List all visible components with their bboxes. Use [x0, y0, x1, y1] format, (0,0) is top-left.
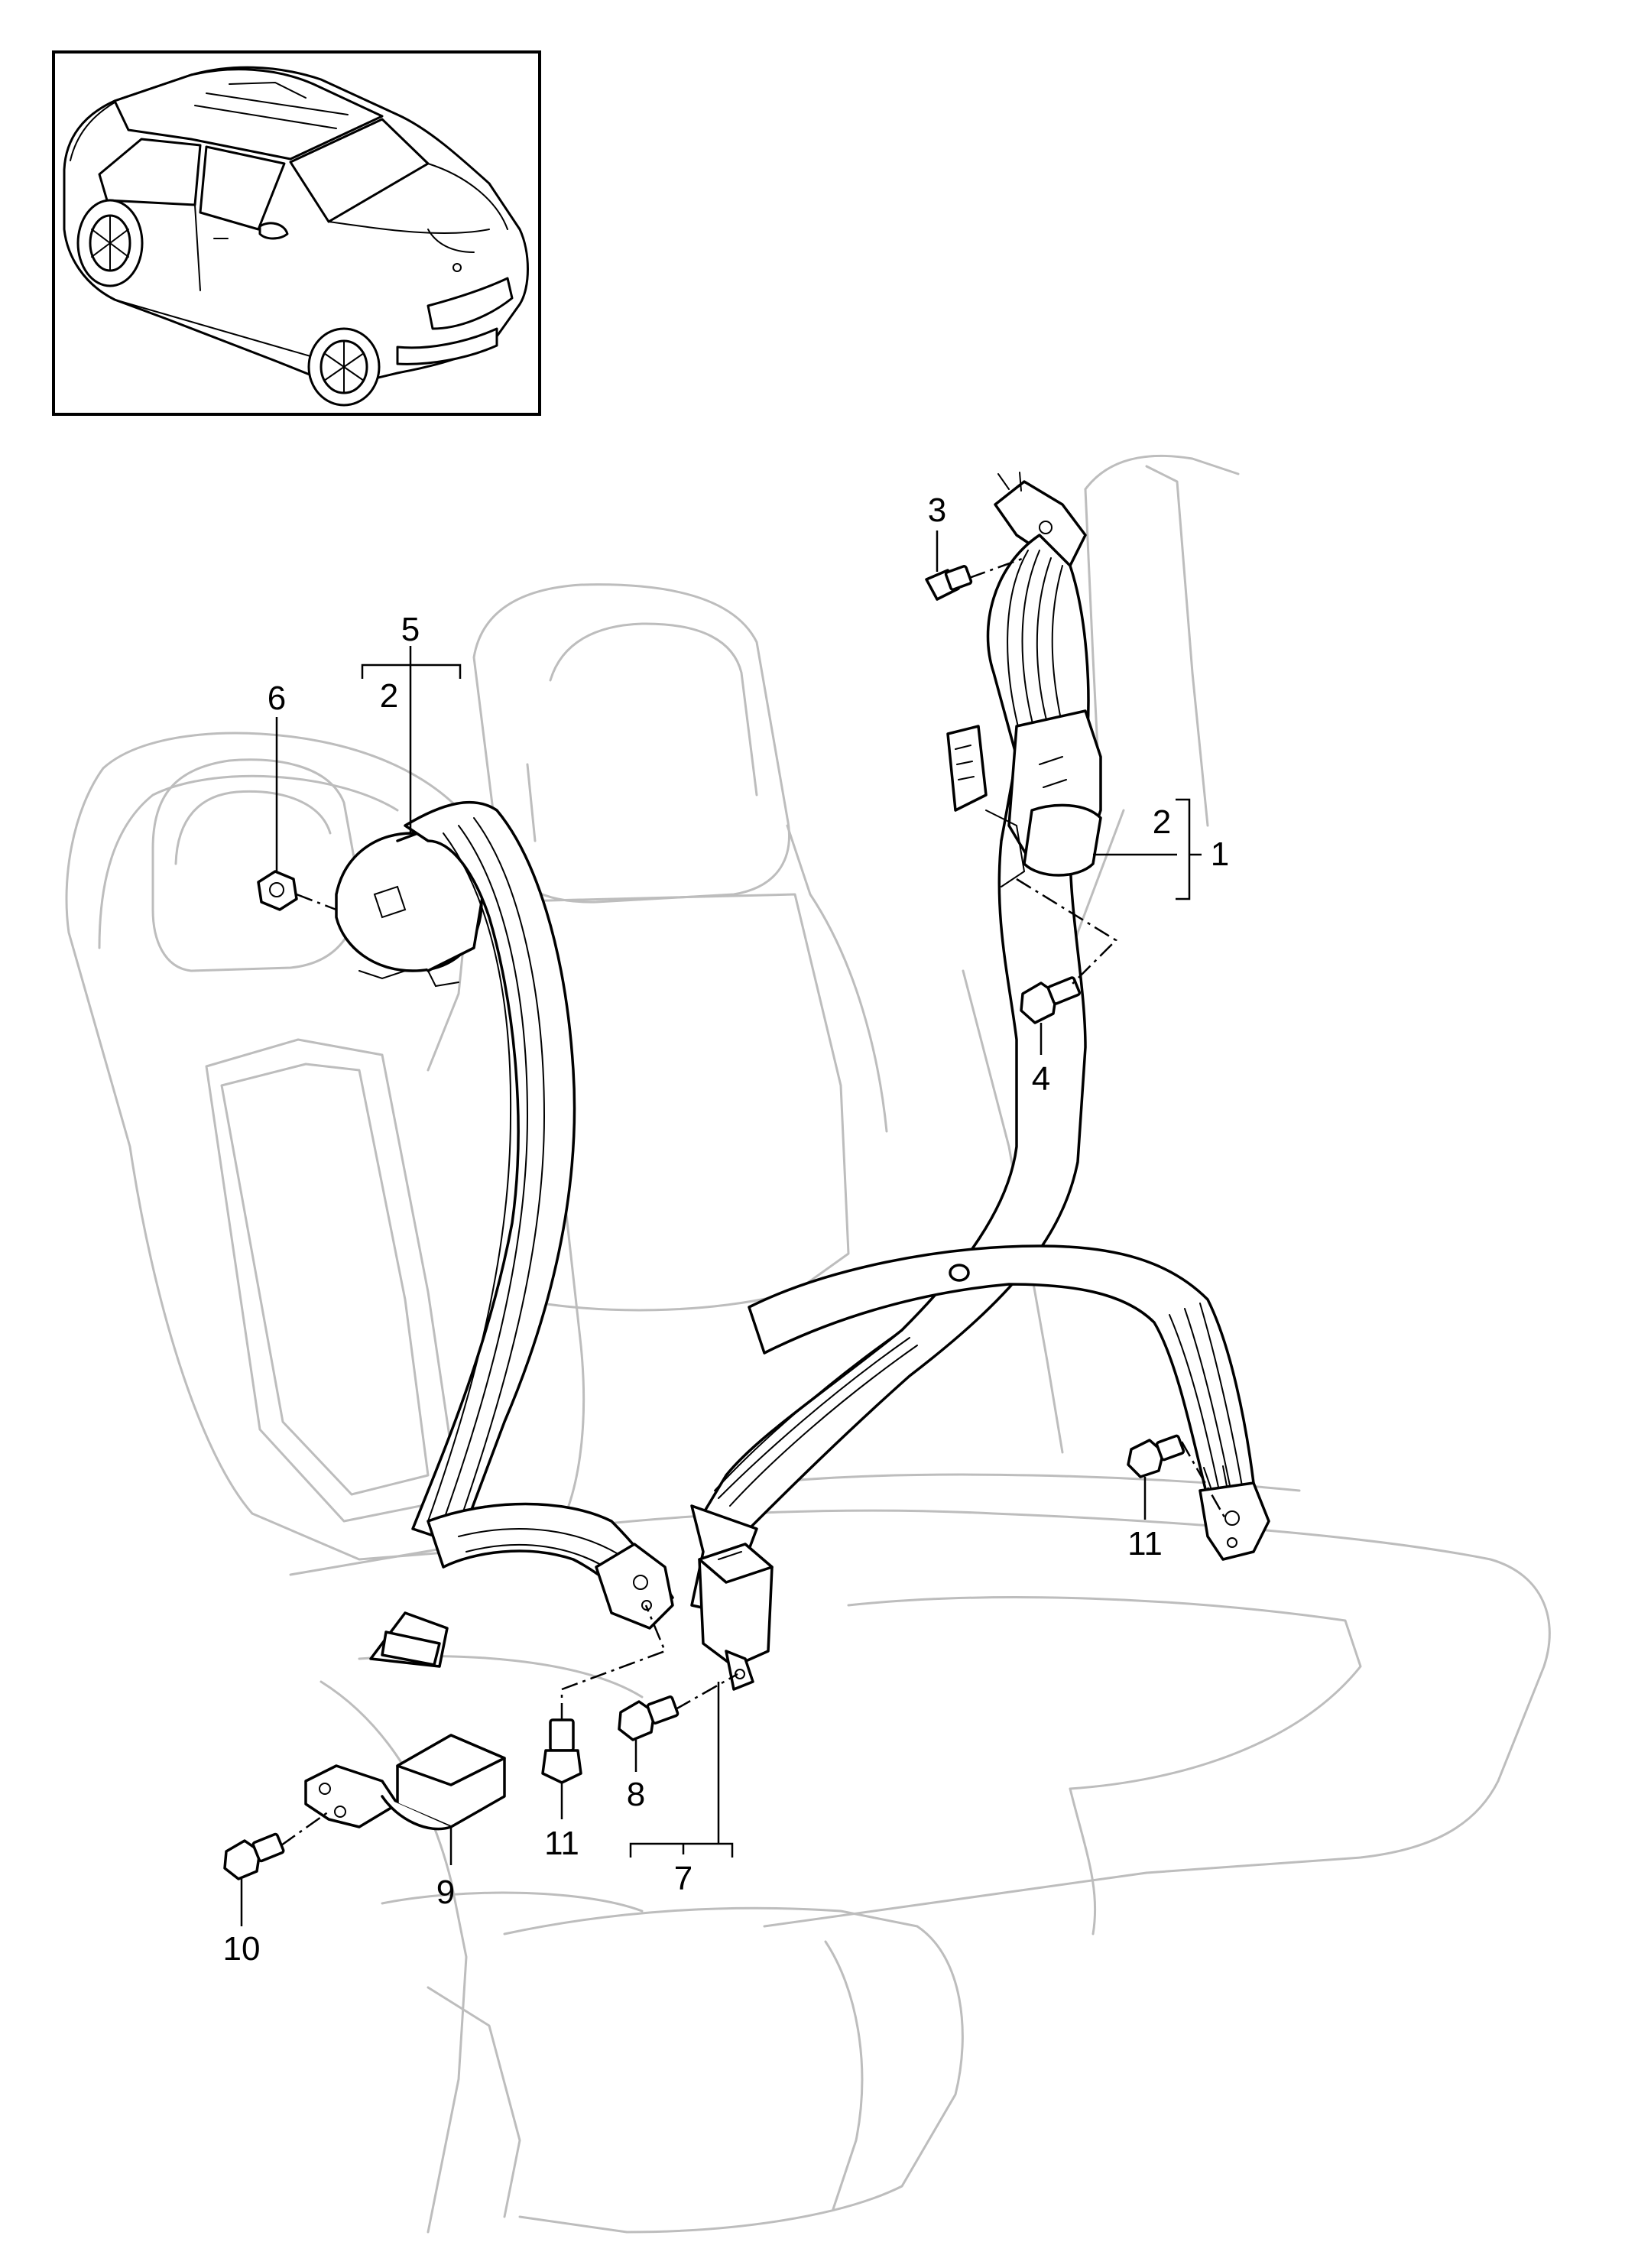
vehicle-illustration: [63, 66, 529, 407]
bolt-11-center: [541, 1718, 582, 1784]
callout-3: 3: [928, 492, 946, 529]
rear-seat-outline: [65, 454, 1551, 2234]
left-belt-assembly: [335, 800, 674, 1668]
callout-7: 7: [674, 1860, 692, 1897]
callout-5: 5: [401, 611, 420, 648]
bolt-8: [618, 1695, 680, 1741]
callout-2-right: 2: [1153, 803, 1171, 841]
callout-6: 6: [268, 680, 286, 717]
callout-labels: 3 5 2 6 2 1 4 11 8 11 7 9 10: [223, 492, 1230, 1968]
callout-8: 8: [627, 1776, 645, 1813]
callout-10: 10: [223, 1930, 261, 1968]
bolt-4: [1020, 976, 1082, 1024]
left-buckle: [304, 1734, 506, 1831]
callout-4: 4: [1032, 1060, 1050, 1098]
callout-11-right: 11: [1127, 1525, 1163, 1562]
callout-9: 9: [436, 1874, 455, 1911]
nut-6: [257, 870, 298, 911]
assembly-lines: [281, 556, 1228, 1847]
bolt-3: [925, 565, 973, 601]
callout-11-center: 11: [544, 1825, 579, 1862]
callout-2-left: 2: [380, 677, 398, 715]
callout-1: 1: [1211, 835, 1229, 873]
bolt-11-right: [1127, 1434, 1186, 1478]
center-buckle: [698, 1543, 774, 1691]
leader-lines: [240, 530, 1202, 1926]
bolt-10: [223, 1832, 285, 1880]
